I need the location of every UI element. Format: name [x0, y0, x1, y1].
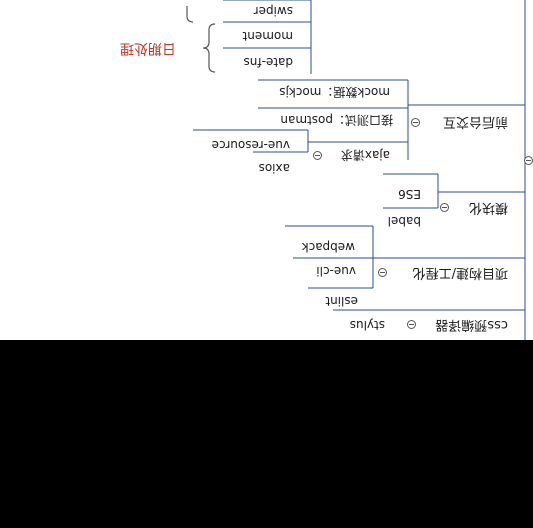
- mind-map-canvas: css预编译器 stylus eslint 项目构建/工程化 vue-cli w…: [0, 0, 533, 340]
- connector-lines: [186, 0, 526, 340]
- node-modules[interactable]: 模块化: [468, 200, 508, 215]
- node-axios[interactable]: axios: [258, 161, 290, 175]
- node-vue-cli[interactable]: vue-cli: [316, 264, 356, 278]
- collapse-icon[interactable]: [313, 151, 322, 160]
- node-mock-data[interactable]: mock数据：mockjs: [279, 85, 390, 99]
- node-stylus[interactable]: stylus: [349, 318, 385, 332]
- node-eslint[interactable]: eslint: [325, 294, 358, 308]
- node-moment[interactable]: moment: [242, 29, 293, 43]
- node-babel[interactable]: babel: [387, 214, 421, 228]
- date-handling-annotation: 日期处理: [120, 40, 176, 56]
- node-ajax-request[interactable]: ajax请求: [340, 148, 390, 162]
- node-css-preprocessor[interactable]: css预编译器: [435, 317, 508, 332]
- node-vue-resource[interactable]: vue-resource: [211, 138, 290, 152]
- node-front-back-interaction[interactable]: 前后台交互: [442, 114, 508, 129]
- node-api-testing[interactable]: 接口测试：postman: [280, 113, 393, 127]
- collapse-icon[interactable]: [407, 320, 416, 329]
- collapse-icon[interactable]: [378, 268, 387, 277]
- node-webpack[interactable]: webpack: [301, 240, 355, 254]
- node-swiper[interactable]: swiper: [253, 4, 293, 18]
- collapse-icon[interactable]: [440, 203, 449, 212]
- collapse-icon[interactable]: [411, 118, 420, 127]
- node-build-engineering[interactable]: 项目构建/工程化: [412, 265, 508, 280]
- node-date-fns[interactable]: date-fns: [243, 55, 293, 69]
- node-es6[interactable]: ES6: [398, 187, 421, 201]
- root-collapse-icon[interactable]: [524, 156, 533, 165]
